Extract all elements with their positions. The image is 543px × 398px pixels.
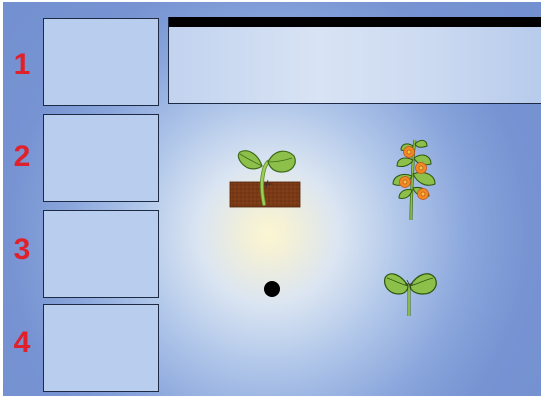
slot-number-3: 3	[11, 235, 33, 265]
seed-icon	[263, 280, 281, 298]
flowering-plant-piece[interactable]	[383, 134, 443, 222]
drop-slot-2[interactable]	[43, 114, 159, 202]
drop-slot-1[interactable]	[43, 18, 159, 106]
slot-number-2: 2	[11, 142, 33, 172]
seedling-piece[interactable]	[383, 268, 439, 318]
flowering-plant-icon	[383, 134, 443, 222]
seedling-icon	[383, 268, 439, 318]
top-panel	[168, 17, 541, 104]
sprouting-seed-in-soil-icon	[228, 144, 304, 210]
slot-number-1: 1	[11, 50, 33, 80]
seed-piece[interactable]	[263, 280, 281, 298]
sprouting-seed-piece[interactable]	[228, 144, 304, 210]
drop-slot-4[interactable]	[43, 304, 159, 392]
top-panel-bar	[169, 17, 541, 27]
slot-number-4: 4	[11, 328, 33, 358]
drop-slot-3[interactable]	[43, 210, 159, 298]
game-stage: 1 2 3 4	[3, 2, 541, 396]
